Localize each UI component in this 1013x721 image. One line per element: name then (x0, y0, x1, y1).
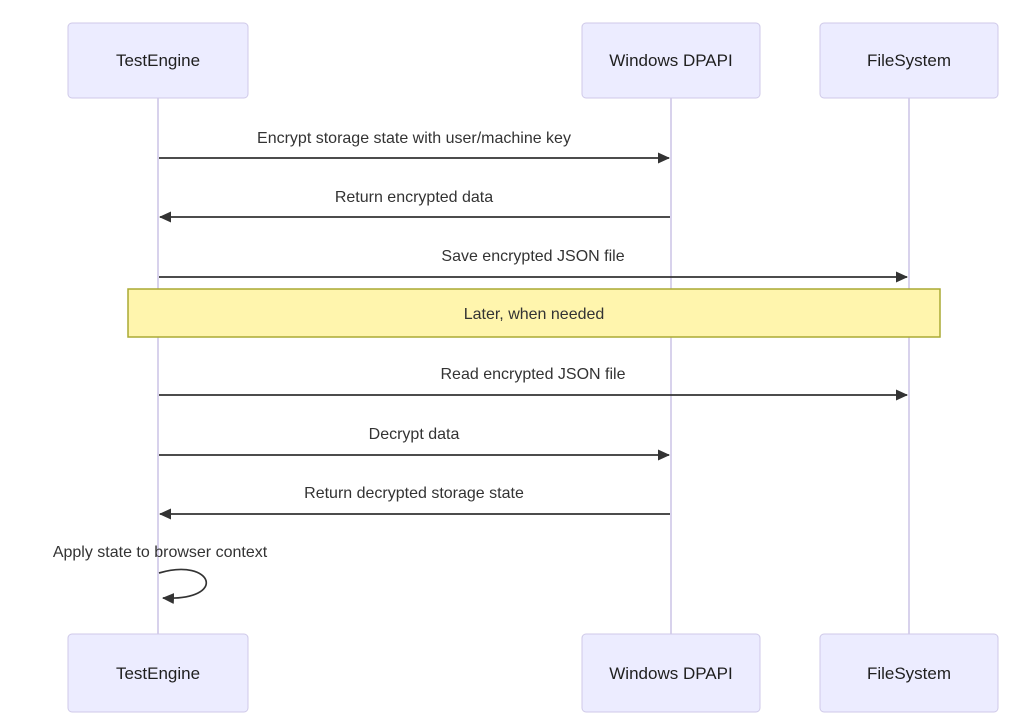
message-7-self: Apply state to browser context (53, 544, 268, 604)
actor-box-filesystem-top (819, 22, 999, 99)
actor-bottom-windows-dpapi: Windows DPAPI (581, 633, 761, 713)
actor-box-testengine-top (67, 22, 249, 99)
actor-label-filesystem-bottom: FileSystem (867, 664, 951, 683)
self-message-arrow (158, 568, 207, 604)
actor-box-windows-dpapi-bottom (581, 633, 761, 713)
actor-box-filesystem-bottom (819, 633, 999, 713)
message-label-6: Return decrypted storage state (304, 485, 524, 502)
message-label-1: Encrypt storage state with user/machine … (257, 130, 571, 147)
note: Later, when needed (127, 288, 941, 338)
actor-label-testengine-bottom: TestEngine (116, 664, 200, 683)
actor-label-filesystem-top: FileSystem (867, 51, 951, 70)
message-label-5: Decrypt data (369, 426, 460, 443)
actor-box-windows-dpapi-top (581, 22, 761, 99)
message-label-7: Apply state to browser context (53, 544, 268, 561)
actor-label-windows-dpapi-bottom: Windows DPAPI (609, 664, 732, 683)
message-6: Return decrypted storage state (159, 485, 670, 520)
note-rect (127, 288, 941, 338)
message-5: Decrypt data (159, 426, 670, 461)
actor-top-windows-dpapi: Windows DPAPI (581, 22, 761, 99)
actor-label-testengine-top: TestEngine (116, 51, 200, 70)
note-label: Later, when needed (464, 306, 605, 323)
actor-bottom-filesystem: FileSystem (819, 633, 999, 713)
actor-bottom-testengine: TestEngine (67, 633, 249, 713)
message-label-4: Read encrypted JSON file (441, 366, 626, 383)
actor-top-filesystem: FileSystem (819, 22, 999, 99)
message-4: Read encrypted JSON file (159, 366, 908, 401)
actor-box-testengine-bottom (67, 633, 249, 713)
actor-label-windows-dpapi-top: Windows DPAPI (609, 51, 732, 70)
message-1: Encrypt storage state with user/machine … (159, 130, 670, 164)
message-label-3: Save encrypted JSON file (441, 248, 624, 265)
actor-top-testengine: TestEngine (67, 22, 249, 99)
message-2: Return encrypted data (159, 189, 670, 223)
message-3: Save encrypted JSON file (159, 248, 908, 283)
message-label-2: Return encrypted data (335, 189, 493, 206)
